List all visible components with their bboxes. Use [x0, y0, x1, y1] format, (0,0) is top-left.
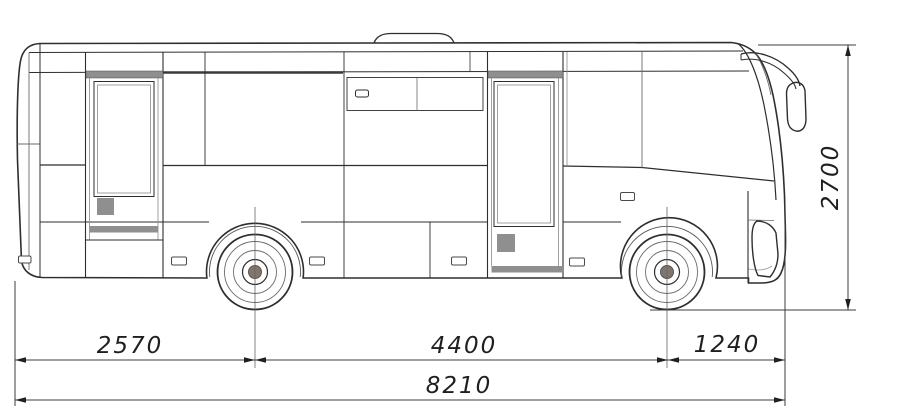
side-mirror	[740, 52, 807, 132]
rear-door	[84, 52, 164, 278]
front-end	[738, 43, 779, 283]
dim-rear-overhang-label: 2570	[97, 333, 164, 359]
bumper-line	[748, 265, 773, 271]
dimension-layer: 2570 4400 1240 8210 2700	[14, 44, 856, 406]
mirror-head	[785, 81, 807, 132]
front-door	[486, 52, 568, 278]
front-door-kick-strip	[491, 266, 563, 273]
rear-door-header	[85, 70, 164, 79]
fender-flap	[620, 192, 635, 201]
rear-door-kick-strip	[89, 226, 158, 233]
rear-door-window	[93, 81, 155, 197]
mirror-arm	[740, 52, 801, 87]
dim-front-overhang-label: 1240	[694, 332, 761, 358]
mirror-arm-inner	[740, 58, 797, 90]
service-flaps	[18, 192, 635, 267]
dim-overall-height-label: 2700	[818, 144, 844, 211]
body-outline	[16, 41, 787, 284]
vent-latch	[355, 89, 369, 98]
dim-wheelbase-label: 4400	[431, 333, 498, 359]
headlight-top-line	[747, 219, 775, 221]
roof-band-line	[28, 50, 744, 53]
bus-body	[16, 32, 807, 311]
front-door-handle	[497, 234, 515, 252]
front-door-header	[487, 70, 564, 79]
headlight	[751, 220, 779, 278]
arrowheads	[15, 45, 851, 403]
roof-hatch	[373, 32, 455, 44]
a-pillar	[738, 43, 777, 201]
dim-overall-length-label: 8210	[426, 373, 493, 399]
rear-pillar-lines	[17, 52, 40, 270]
vent-window-section	[346, 77, 484, 111]
front-door-window	[493, 81, 555, 227]
rear-door-handle	[97, 198, 114, 215]
windshield-edge	[754, 52, 772, 96]
rear-flap	[18, 255, 32, 264]
